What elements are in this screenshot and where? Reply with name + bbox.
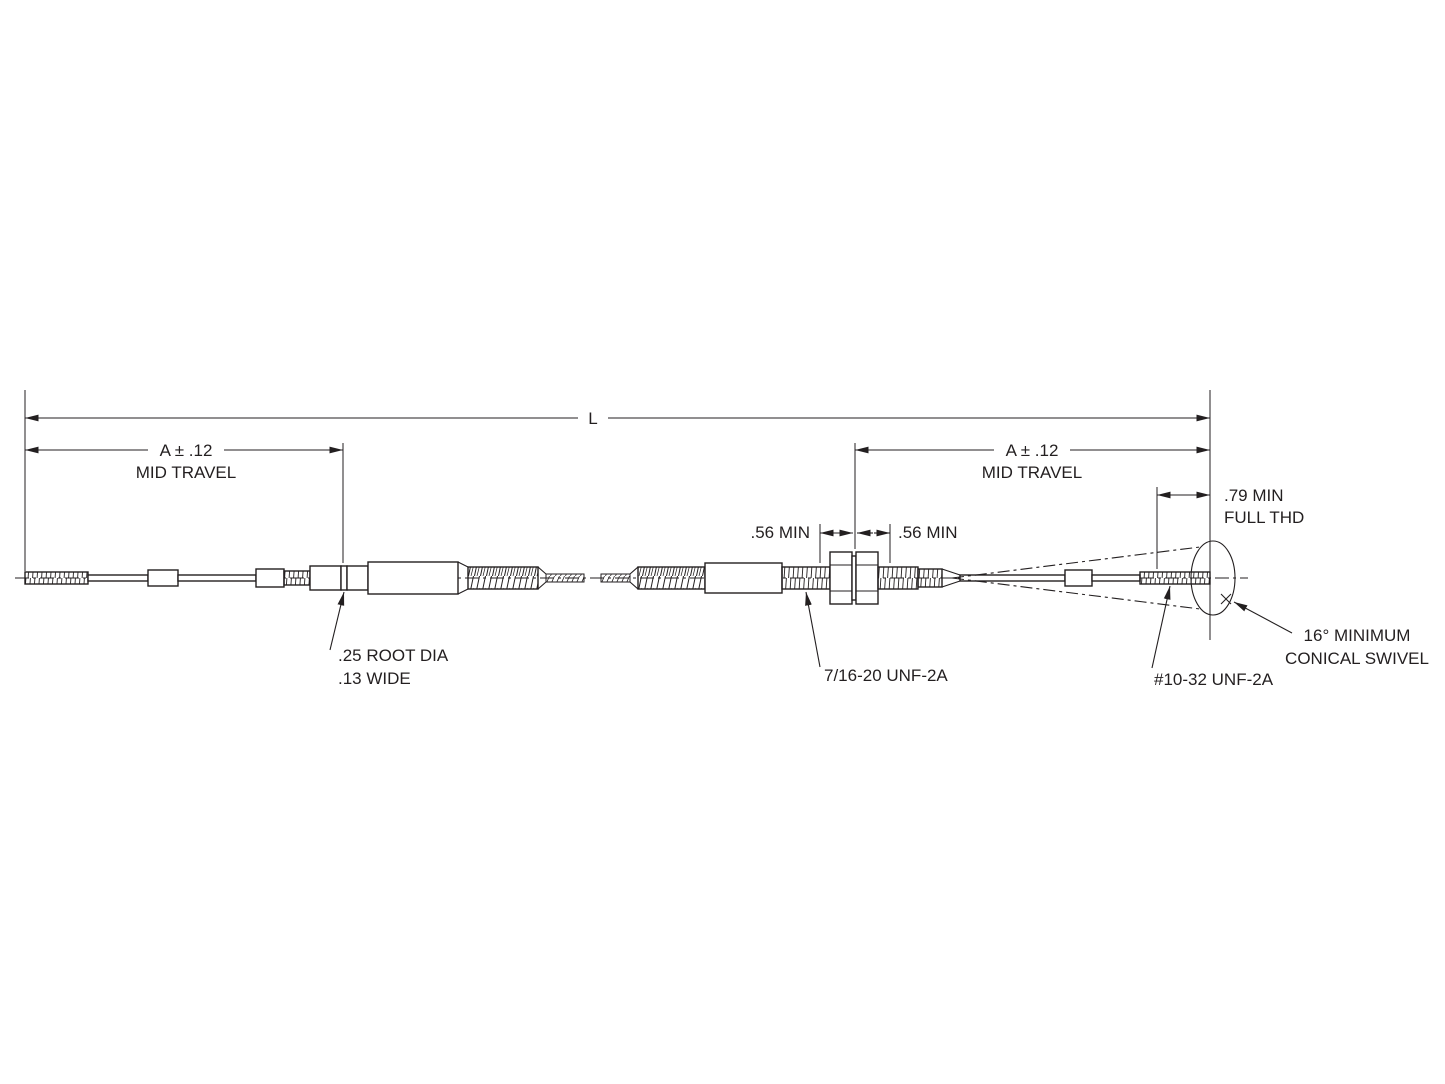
- callout-root-groove-leader: [329, 591, 345, 651]
- callout-swivel-label-2: CONICAL SWIVEL: [1285, 649, 1429, 668]
- bulkhead-nut-2: [855, 551, 879, 605]
- callout-root-groove-label-2: .13 WIDE: [338, 669, 411, 688]
- swivel-cone-upper: [951, 546, 1201, 579]
- callout-bulkhead-label: 7/16-20 UNF-2A: [824, 666, 948, 685]
- cable-strand-right: [600, 573, 631, 583]
- dim-min-left-label: .56 MIN: [750, 523, 810, 542]
- extension-lines: [24, 390, 1211, 640]
- left-knurl-section: [283, 570, 311, 586]
- dim-A-left-label-1: A ± .12: [160, 441, 213, 460]
- conduit-wrap-left: [467, 566, 539, 590]
- groove-collar-right: [346, 565, 369, 591]
- dim-min-right-label: .56 MIN: [898, 523, 958, 542]
- callout-swivel-label-1: 16° MINIMUM: [1304, 626, 1411, 645]
- dim-A-left-label-2: MID TRAVEL: [136, 463, 236, 482]
- conduit-wrap-right: [637, 566, 706, 590]
- dimension-overall-length: L: [25, 409, 1210, 428]
- swivel-circle: [1190, 540, 1236, 616]
- callout-conical-swivel: 16° MINIMUM CONICAL SWIVEL: [1233, 601, 1429, 668]
- wrap-taper-bottom-left: [537, 581, 547, 590]
- bulkhead-thread-left: [781, 566, 831, 590]
- dim-thd-label-1: .79 MIN: [1224, 486, 1284, 505]
- left-collar: [255, 568, 285, 588]
- wrap-taper-top-left: [537, 566, 547, 575]
- swage-taper-bottom: [457, 588, 469, 595]
- callout-rod-label: #10-32 UNF-2A: [1154, 670, 1274, 689]
- dim-A-right-label-1: A ± .12: [1006, 441, 1059, 460]
- swage-taper-top: [457, 561, 469, 568]
- swivel-cone-lower: [951, 577, 1201, 610]
- bulkhead-nut-1: [829, 551, 853, 605]
- left-rod-2: [177, 574, 257, 582]
- callout-bulkhead-leader: [805, 591, 821, 668]
- left-rod: [87, 574, 149, 582]
- left-threaded-rod: [24, 571, 89, 585]
- bulkhead-body: [704, 562, 783, 594]
- callout-root-groove-label-1: .25 ROOT DIA: [338, 646, 449, 665]
- right-rod: [959, 574, 1066, 582]
- dimension-full-thread: .79 MIN FULL THD: [1157, 486, 1304, 527]
- right-taper-bottom: [941, 580, 961, 588]
- callout-root-groove: .25 ROOT DIA .13 WIDE: [329, 591, 449, 688]
- right-threaded-rod: [1139, 571, 1211, 585]
- cable-strand-left: [545, 573, 585, 583]
- dimension-min-right: .56 MIN: [857, 523, 958, 542]
- conical-swivel-envelope: [951, 540, 1236, 616]
- cable-assembly: [24, 551, 1211, 605]
- dimension-min-left: .56 MIN: [750, 523, 853, 542]
- wrap-taper-bottom-right: [629, 581, 639, 590]
- right-swage-fitting: [917, 568, 943, 588]
- callout-bulkhead-thread: 7/16-20 UNF-2A: [805, 591, 948, 685]
- right-sleeve-fitting: [1064, 569, 1093, 587]
- right-taper-top: [941, 568, 961, 576]
- root-groove: [340, 565, 348, 591]
- groove-collar-left: [309, 565, 342, 591]
- dimension-mid-travel-right: A ± .12 MID TRAVEL: [855, 441, 1210, 482]
- swivel-apex-mark-2: [1220, 593, 1232, 605]
- dimension-mid-travel-left: A ± .12 MID TRAVEL: [25, 441, 343, 482]
- callout-swivel-leader: [1233, 601, 1293, 634]
- dim-L-label: L: [588, 409, 597, 428]
- left-sleeve-fitting: [147, 569, 179, 587]
- bulkhead-thread-right: [877, 566, 919, 590]
- callout-rod-leader: [1151, 585, 1171, 669]
- left-swage-body: [367, 561, 459, 595]
- wrap-taper-top-right: [629, 566, 639, 575]
- right-rod-2: [1091, 574, 1141, 582]
- callout-rod-thread: #10-32 UNF-2A: [1151, 585, 1274, 689]
- dim-thd-label-2: FULL THD: [1224, 508, 1304, 527]
- dim-A-right-label-2: MID TRAVEL: [982, 463, 1082, 482]
